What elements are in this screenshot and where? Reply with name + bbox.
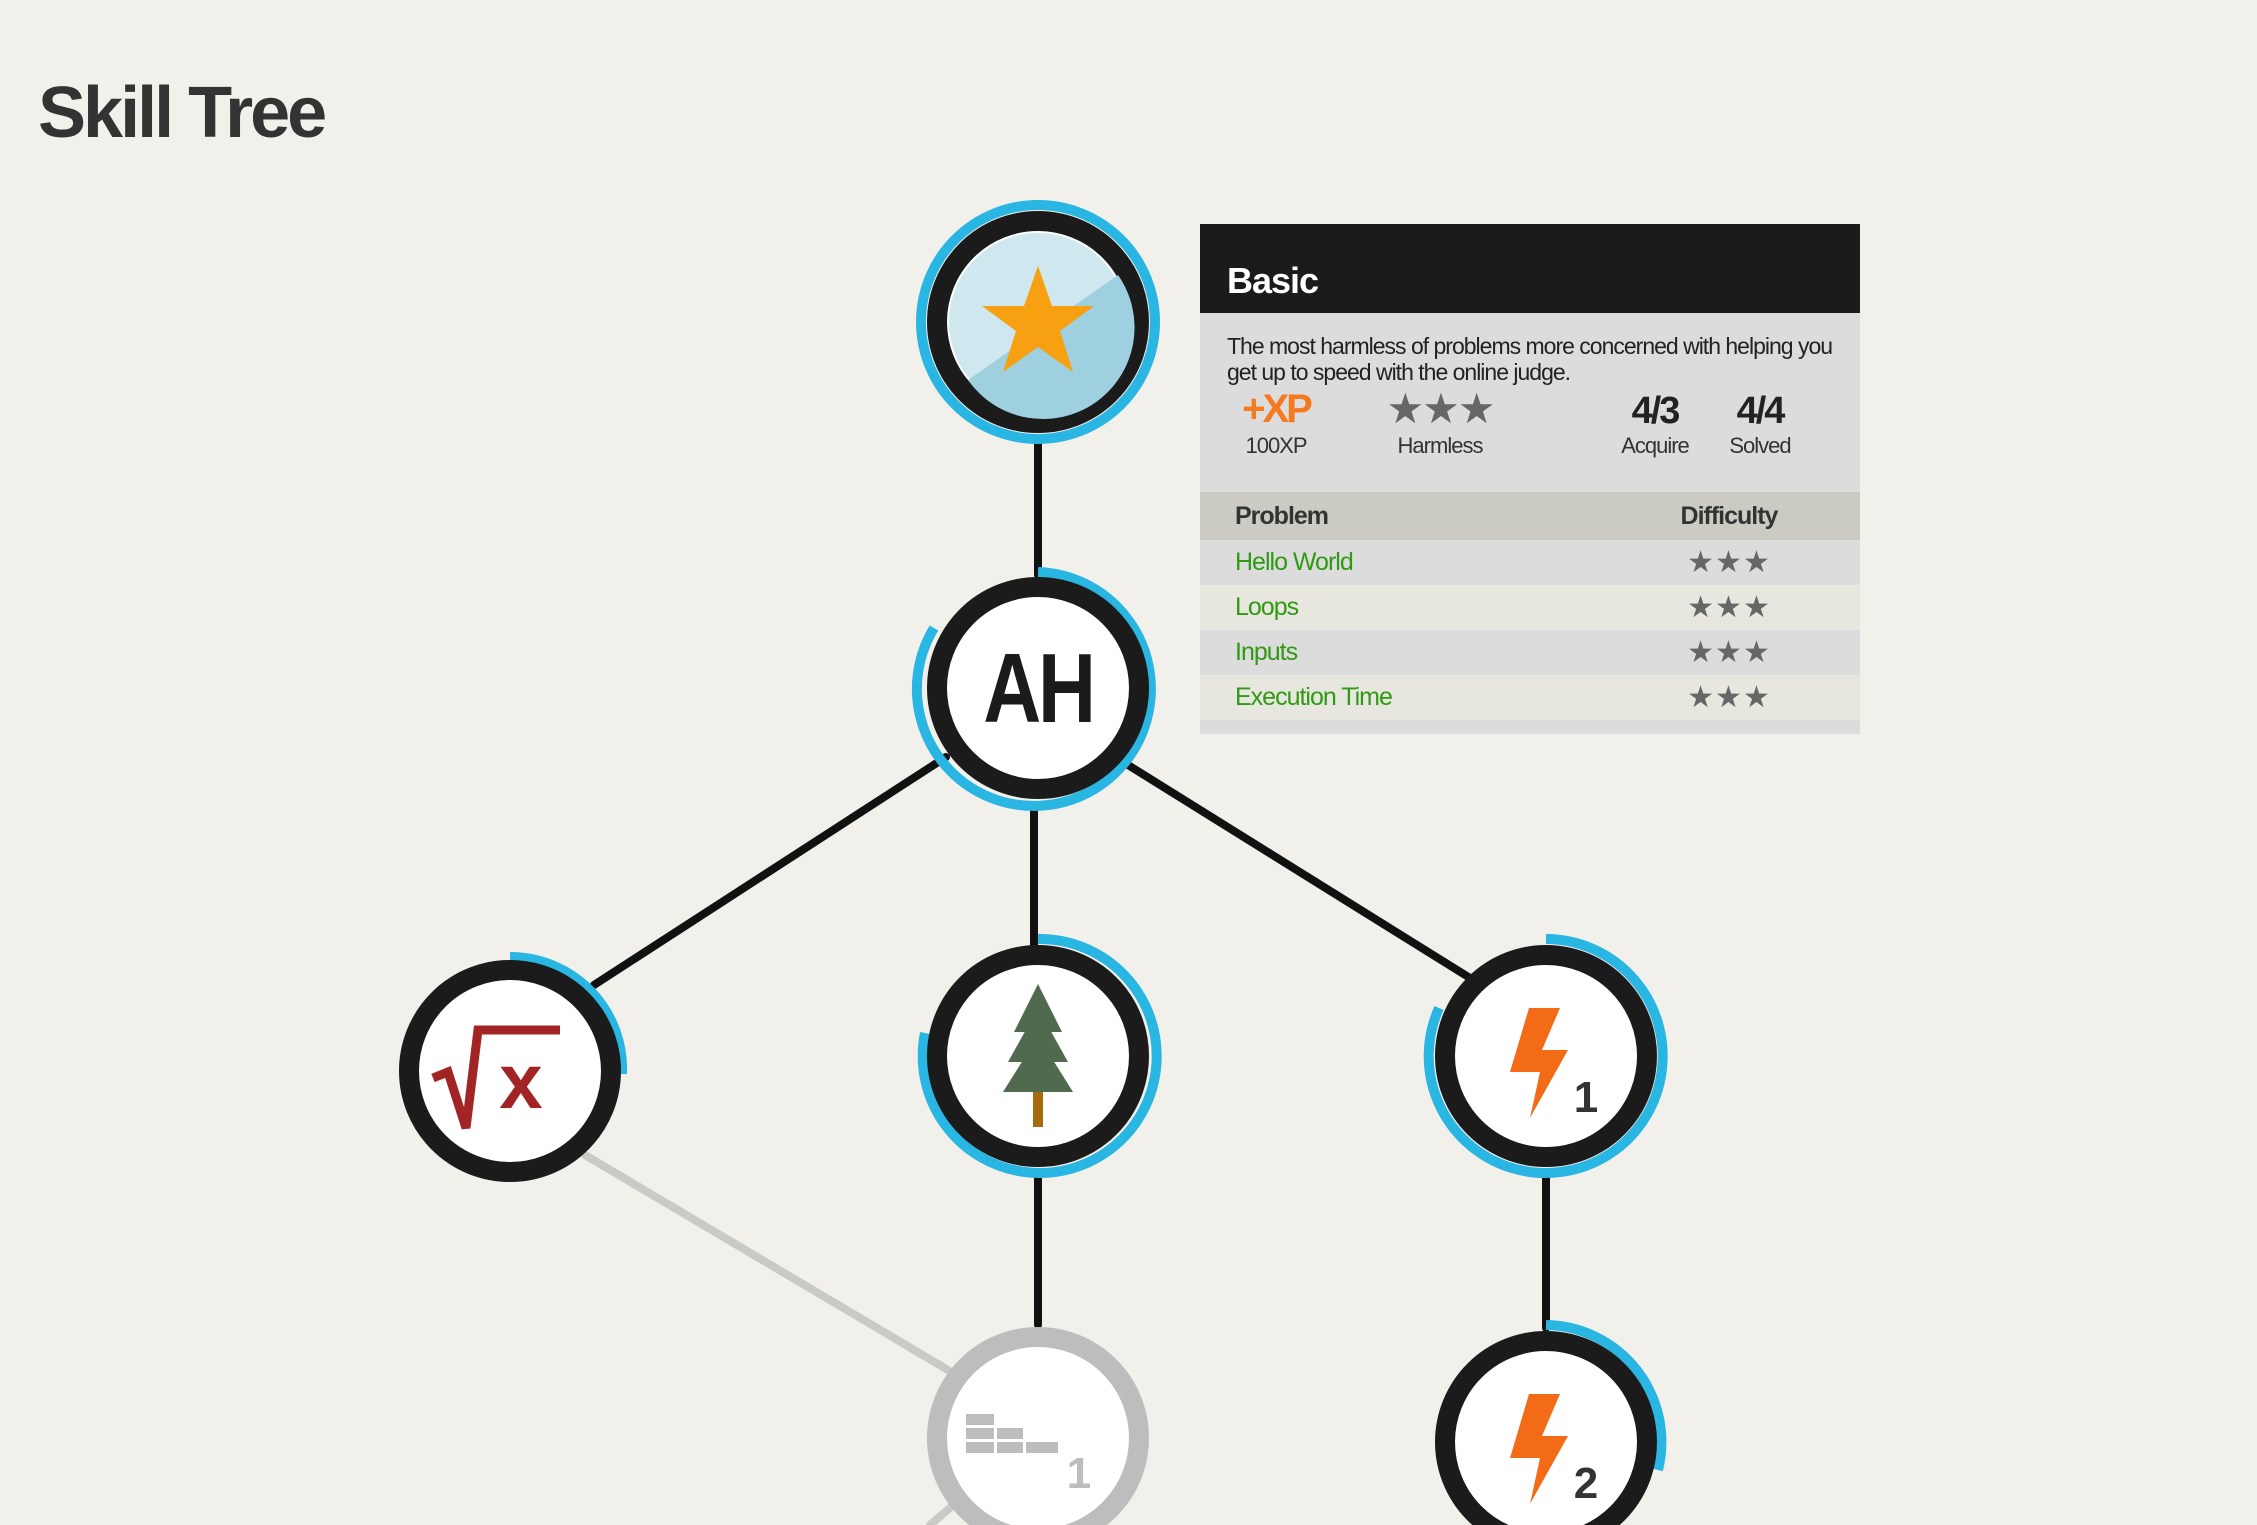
progress-arc — [1545, 1320, 1667, 1472]
connector-ah-bolt1 — [1124, 761, 1474, 982]
node-label-ah: AH — [983, 633, 1093, 742]
xp-stat: +XP 100XP — [1236, 385, 1316, 459]
rating-label: Harmless — [1397, 433, 1484, 458]
card-stats: +XP 100XP ★★★ Harmless 4/3 Acquire 4/4 S… — [1200, 385, 1860, 485]
progress-ring — [916, 200, 1160, 444]
skill-node-tree[interactable] — [917, 933, 1162, 1178]
skill-node-root[interactable] — [916, 200, 1160, 444]
skill-node-bolt-1[interactable]: 1 — [1423, 934, 1668, 1178]
skill-info-card: Basic The most harmless of problems more… — [1200, 224, 1860, 734]
solved-stat: 4/4 Solved — [1715, 385, 1805, 459]
skill-node-bolt-2[interactable]: 2 — [1435, 1320, 1667, 1525]
card-description: The most harmless of problems more conce… — [1227, 333, 1833, 385]
column-header-problem: Problem — [1200, 492, 1598, 540]
solved-label: Solved — [1729, 433, 1791, 458]
lightning-bolt-icon — [1510, 1394, 1568, 1504]
table-row[interactable]: Loops ★★★ — [1200, 585, 1860, 630]
column-header-difficulty: Difficulty — [1598, 492, 1860, 540]
rating-stat: ★★★ Harmless — [1365, 385, 1515, 459]
solved-value: 4/4 — [1736, 390, 1786, 432]
xp-icon: +XP — [1242, 387, 1313, 431]
rating-stars-icon: ★★★ — [1386, 385, 1496, 432]
skill-node-math[interactable]: x — [399, 951, 628, 1182]
progress-arc — [911, 567, 1156, 811]
lightning-bolt-icon — [1510, 1008, 1568, 1118]
square-root-x-icon: x — [431, 1025, 560, 1130]
connector-math-blocks — [581, 1151, 952, 1374]
problem-table: Problem Difficulty Hello World ★★★ Loops… — [1200, 492, 1860, 720]
node-level: 2 — [1574, 1459, 1598, 1508]
acquire-stat: 4/3 Acquire — [1610, 385, 1700, 459]
svg-text:x: x — [499, 1037, 542, 1125]
table-row[interactable]: Inputs ★★★ — [1200, 630, 1860, 675]
acquire-label: Acquire — [1621, 433, 1690, 458]
node-ring — [927, 577, 1149, 799]
problem-link-inputs[interactable]: Inputs — [1200, 630, 1598, 675]
stacked-blocks-icon — [966, 1414, 1058, 1453]
page-title: Skill Tree — [38, 73, 327, 153]
difficulty-stars-icon: ★★★ — [1598, 585, 1860, 630]
skill-node-ah[interactable]: AH — [911, 567, 1156, 811]
node-ring — [1435, 1331, 1657, 1525]
problem-link-execution-time[interactable]: Execution Time — [1200, 675, 1598, 720]
problem-link-hello-world[interactable]: Hello World — [1200, 540, 1598, 585]
progress-arc — [509, 951, 628, 1075]
skill-node-blocks[interactable]: 1 — [927, 1327, 1149, 1525]
difficulty-stars-icon: ★★★ — [1598, 630, 1860, 675]
node-ring — [927, 1327, 1149, 1525]
connector-ah-math — [590, 753, 950, 989]
card-title: Basic — [1200, 224, 1860, 313]
progress-arc — [917, 933, 1162, 1178]
problem-link-loops[interactable]: Loops — [1200, 585, 1598, 630]
difficulty-stars-icon: ★★★ — [1598, 675, 1860, 720]
node-level: 1 — [1067, 1449, 1091, 1498]
star-icon — [982, 266, 1094, 372]
acquire-value: 4/3 — [1631, 390, 1681, 432]
progress-arc — [1423, 934, 1668, 1178]
table-row[interactable]: Execution Time ★★★ — [1200, 675, 1860, 720]
table-row[interactable]: Hello World ★★★ — [1200, 540, 1860, 585]
pine-tree-icon — [1003, 984, 1073, 1127]
difficulty-stars-icon: ★★★ — [1598, 540, 1860, 585]
xp-value: 100XP — [1245, 433, 1307, 458]
table-header-row: Problem Difficulty — [1200, 492, 1860, 540]
node-level: 1 — [1574, 1073, 1598, 1122]
